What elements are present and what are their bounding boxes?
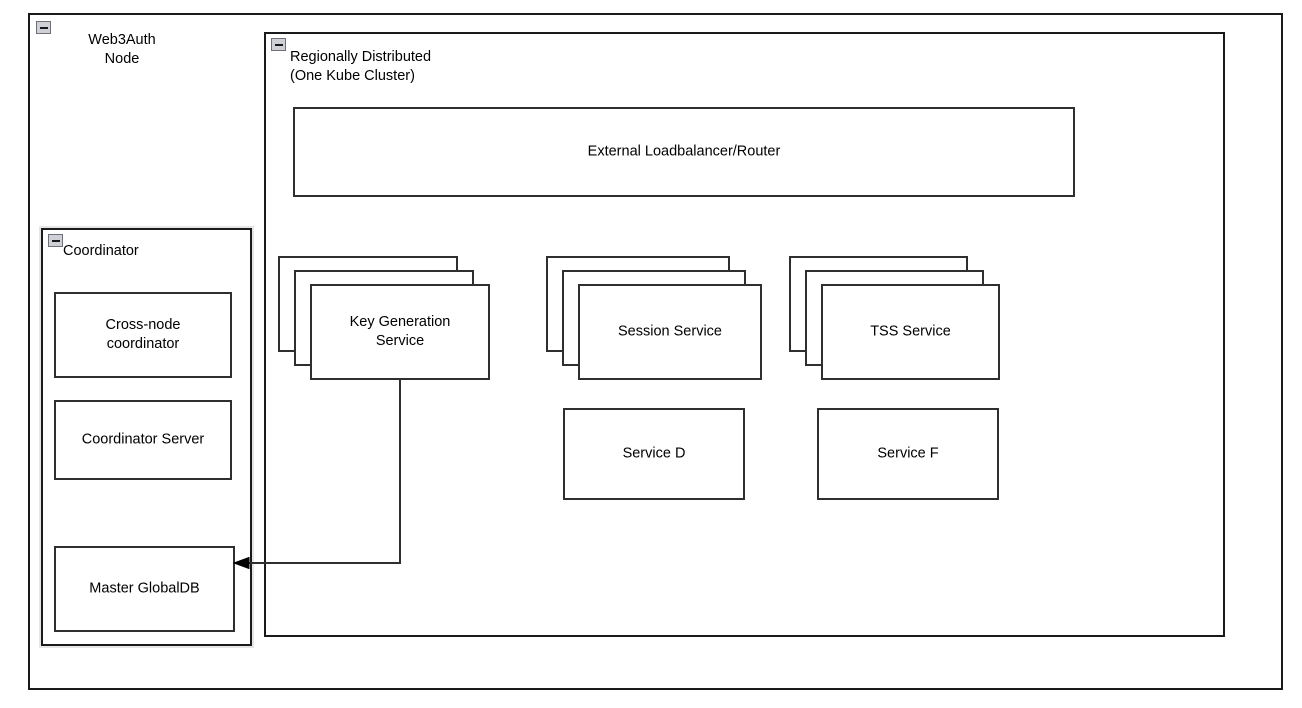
external-loadbalancer-router-label: External Loadbalancer/Router [587,143,781,160]
service-f-label: Service F [877,445,939,462]
external-loadbalancer-router-box[interactable]: External Loadbalancer/Router [293,107,1075,197]
collapse-minus-icon-web3auth-node[interactable] [36,21,51,34]
master-globaldb-label: Master GlobalDB [89,580,200,597]
key-generation-service-box[interactable]: Key Generation Service [310,284,490,380]
tss-service-stack[interactable]: TSS Service [789,256,1000,380]
service-d-box[interactable]: Service D [563,408,745,500]
tss-service-box[interactable]: TSS Service [821,284,1000,380]
coordinator-server-label: Coordinator Server [81,431,205,448]
session-service-box[interactable]: Session Service [578,284,762,380]
key-generation-service-label: Key Generation Service [349,314,451,349]
session-service-stack[interactable]: Session Service [546,256,762,380]
collapse-minus-icon-coordinator[interactable] [48,234,63,247]
collapse-minus-icon-kube-cluster[interactable] [271,38,286,51]
tss-service-label: TSS Service [870,323,951,340]
master-globaldb-box[interactable]: Master GlobalDB [54,546,235,632]
cross-node-coordinator-label: Cross-node coordinator [105,317,181,352]
session-service-label: Session Service [618,323,722,340]
coordinator-server-box[interactable]: Coordinator Server [54,400,232,480]
cross-node-coordinator-box[interactable]: Cross-node coordinator [54,292,232,378]
service-f-box[interactable]: Service F [817,408,999,500]
key-generation-service-stack[interactable]: Key Generation Service [278,256,490,380]
service-d-label: Service D [622,445,686,462]
